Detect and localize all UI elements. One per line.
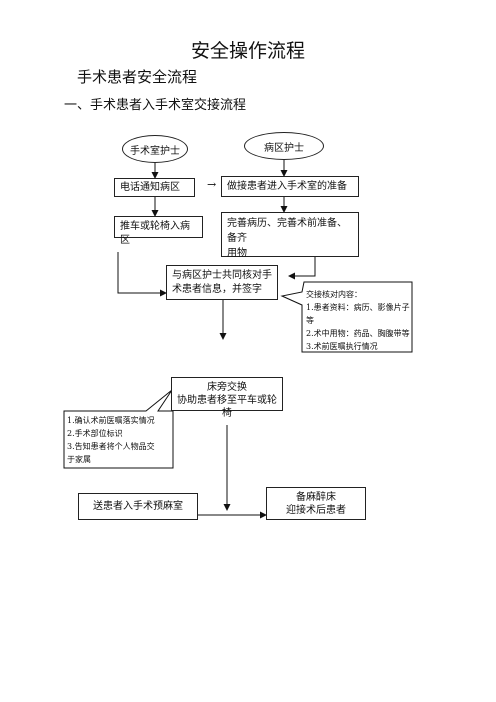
prepare-patient-node: 做接患者进入手术室的准备 <box>221 176 359 197</box>
or-nurse-label: 手术室护士 <box>130 145 180 157</box>
handover-callout-line: 2.术中用物：药品、胸腹带等 <box>306 329 410 338</box>
ward-nurse-label: 病区护士 <box>264 142 304 154</box>
anesthesia-bed-line: 迎接术后患者 <box>286 505 346 516</box>
or-nurse-node: 手术室护士 <box>122 135 188 163</box>
confirm-callout-line: 3.告知患者将个人物品交 <box>67 442 155 451</box>
confirm-callout-line: 于家属 <box>67 455 91 464</box>
send-to-preop-node: 送患者入手术预麻室 <box>78 493 198 520</box>
verify-info-line: 术患者信息，并签字 <box>172 284 262 295</box>
bedside-exchange-node: 床旁交换 协助患者移至平车或轮椅 <box>171 377 283 419</box>
handover-callout-line: 交接核对内容： <box>306 290 362 299</box>
anesthesia-bed-node: 备麻醉床 迎接术后患者 <box>266 487 366 520</box>
push-to-ward-node: 推车或轮椅入病区 <box>114 216 203 246</box>
send-to-preop-label: 送患者入手术预麻室 <box>93 501 183 512</box>
ward-nurse-node: 病区护士 <box>244 132 324 160</box>
connector-complete-to-verify <box>288 257 316 280</box>
confirm-callout-shape <box>63 389 174 469</box>
push-to-ward-label: 推车或轮椅入病区 <box>120 221 190 246</box>
subsection-title: 一、手术患者入手术室交接流程 <box>64 98 247 113</box>
confirm-callout-text: 1.确认术前医嘱落实情况 2.手术部位标识 3.告知患者将个人物品交 于家属 <box>67 414 171 466</box>
anesthesia-bed-line: 备麻醉床 <box>296 492 336 503</box>
section-title: 手术患者安全流程 <box>77 68 198 86</box>
verify-info-line: 与病区护士共同核对手 <box>172 270 272 281</box>
connector-push-to-verify <box>117 252 167 297</box>
right-arrow-glyph: → <box>207 178 217 191</box>
bedside-exchange-line: 协助患者移至平车或轮椅 <box>177 395 277 419</box>
handover-callout-line: 1.患者资料：病历、影像片子等 <box>306 303 410 325</box>
bedside-exchange-line: 床旁交换 <box>207 382 247 393</box>
handover-callout-text: 交接核对内容： 1.患者资料：病历、影像片子等 2.术中用物：药品、胸腹带等 3… <box>306 288 412 353</box>
notify-ward-node: 电话通知病区 <box>114 178 195 197</box>
complete-records-node: 完善病历、完善术前准备、备齐 用物 <box>221 212 359 259</box>
prepare-patient-label: 做接患者进入手术室的准备 <box>227 181 347 192</box>
confirm-callout-line: 2.手术部位标识 <box>67 429 123 438</box>
notify-ward-label: 电话通知病区 <box>120 182 180 193</box>
complete-records-line: 用物 <box>227 248 247 259</box>
handover-callout-line: 3.术前医嘱执行情况 <box>306 342 378 351</box>
document-title: 安全操作流程 <box>190 40 305 62</box>
complete-records-line: 完善病历、完善术前准备、备齐 <box>227 218 347 244</box>
verify-info-node: 与病区护士共同核对手 术患者信息，并签字 <box>166 265 278 300</box>
handover-callout-shape <box>280 281 413 353</box>
confirm-callout-line: 1.确认术前医嘱落实情况 <box>67 416 155 425</box>
